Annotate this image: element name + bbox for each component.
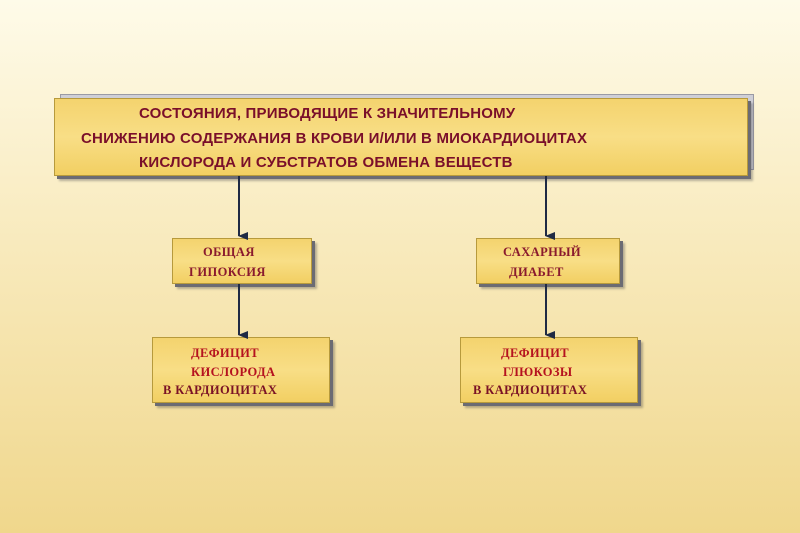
diabetes-box: САХАРНЫЙ ДИАБЕТ xyxy=(476,238,620,284)
diabetes-line-1: САХАРНЫЙ xyxy=(503,245,582,259)
oxygen-deficit-line-2: КИСЛОРОДА xyxy=(191,365,276,379)
hypoxia-box: ОБЩАЯ ГИПОКСИЯ xyxy=(172,238,312,284)
main-title-line-3: КИСЛОРОДА И СУБСТРАТОВ ОБМЕНА ВЕЩЕСТВ xyxy=(139,154,513,171)
main-title-line-1: СОСТОЯНИЯ, ПРИВОДЯЩИЕ К ЗНАЧИТЕЛЬНОМУ xyxy=(139,105,516,122)
oxygen-deficit-line-3: В КАРДИОЦИТАХ xyxy=(163,383,278,397)
oxygen-deficit-line-1: ДЕФИЦИТ xyxy=(191,346,259,360)
glucose-deficit-box: ДЕФИЦИТ ГЛЮКОЗЫ В КАРДИОЦИТАХ xyxy=(460,337,638,403)
hypoxia-line-1: ОБЩАЯ xyxy=(203,245,255,259)
glucose-deficit-line-3: В КАРДИОЦИТАХ xyxy=(473,383,588,397)
diabetes-line-2: ДИАБЕТ xyxy=(509,265,564,279)
glucose-deficit-line-2: ГЛЮКОЗЫ xyxy=(503,365,573,379)
main-title-line-2: СНИЖЕНИЮ СОДЕРЖАНИЯ В КРОВИ И/ИЛИ В МИОК… xyxy=(81,130,588,147)
glucose-deficit-line-1: ДЕФИЦИТ xyxy=(501,346,569,360)
main-condition-box: СОСТОЯНИЯ, ПРИВОДЯЩИЕ К ЗНАЧИТЕЛЬНОМУ СН… xyxy=(54,98,748,176)
oxygen-deficit-box: ДЕФИЦИТ КИСЛОРОДА В КАРДИОЦИТАХ xyxy=(152,337,330,403)
hypoxia-line-2: ГИПОКСИЯ xyxy=(189,265,266,279)
